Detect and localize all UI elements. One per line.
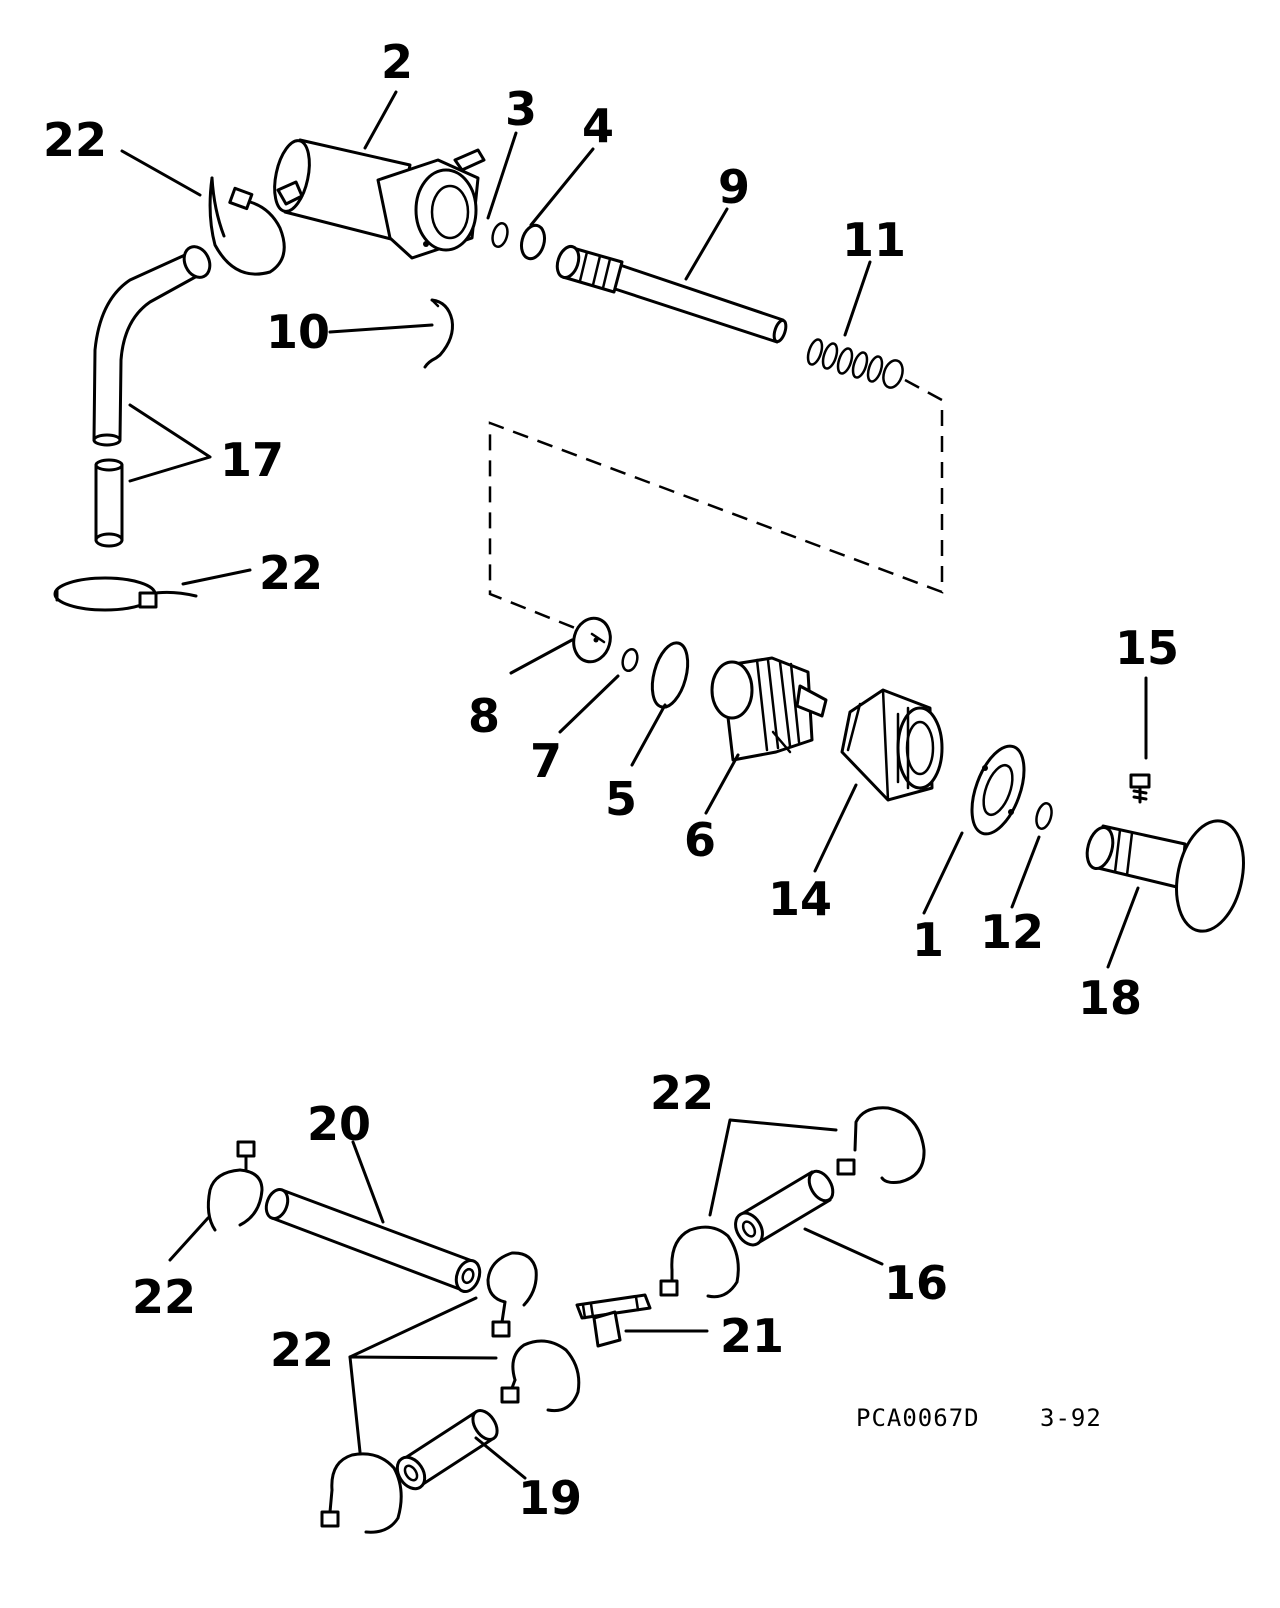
- part-11-spring: [806, 338, 904, 389]
- part-12-o-ring: [1035, 802, 1053, 830]
- part-10-clip: [423, 298, 454, 369]
- part-22-clamp-upper: [208, 176, 286, 276]
- drawing-date: 3-92: [1040, 1404, 1102, 1432]
- part-9-stem: [555, 244, 788, 344]
- callout-17: 17: [220, 433, 284, 487]
- part-6-valve: [710, 656, 828, 762]
- part-22-clamp-center-lower: [500, 1339, 581, 1413]
- callout-21: 21: [720, 1309, 784, 1363]
- callout-8: 8: [468, 689, 500, 743]
- part-7-o-ring: [621, 647, 639, 673]
- callout-9: 9: [718, 160, 750, 214]
- callout-10: 10: [266, 305, 330, 359]
- assembly-guide-dashed: [488, 378, 944, 630]
- part-14-fitting: [840, 688, 944, 802]
- callout-16: 16: [884, 1256, 948, 1310]
- callout-19: 19: [518, 1471, 582, 1525]
- part-22-clamp-center-upper: [486, 1251, 538, 1338]
- part-5-o-ring: [650, 641, 690, 709]
- callout-1: 1: [912, 913, 944, 967]
- part-22-clamp-bottom: [320, 1452, 403, 1534]
- part-8-washer: [572, 616, 612, 664]
- part-4-o-ring: [519, 223, 547, 261]
- callout-11: 11: [842, 213, 906, 267]
- callout-7: 7: [530, 734, 562, 788]
- callout-5: 5: [605, 772, 637, 826]
- part-20-hose: [264, 1187, 482, 1293]
- callout-2: 2: [381, 35, 413, 89]
- part-22-clamp-left: [206, 1140, 264, 1232]
- callout-6: 6: [684, 813, 716, 867]
- part-21-tee-fitting: [575, 1293, 652, 1348]
- callout-4: 4: [582, 99, 614, 153]
- part-15-screw: [1129, 773, 1151, 804]
- part-1-plate: [970, 744, 1026, 836]
- part-19-hose: [395, 1409, 499, 1491]
- callout-22-lower-center: 22: [270, 1323, 334, 1377]
- callout-14: 14: [768, 872, 832, 926]
- callout-22-upper: 22: [43, 113, 107, 167]
- part-17-hose: [92, 245, 212, 548]
- callout-20: 20: [307, 1097, 371, 1151]
- callout-22-lower-left: 22: [132, 1270, 196, 1324]
- part-22-clamp-lower-left: [53, 576, 198, 612]
- part-18-knob: [1085, 819, 1245, 933]
- part-22-clamp-middle: [659, 1225, 740, 1299]
- drawing-code: PCA0067D: [856, 1404, 980, 1432]
- callout-15: 15: [1115, 621, 1179, 675]
- part-22-clamp-right-top: [836, 1106, 926, 1184]
- part-16-hose: [734, 1169, 835, 1247]
- leader-lines: [120, 90, 1148, 1480]
- callout-18: 18: [1078, 971, 1142, 1025]
- callout-22-lower-right: 22: [650, 1066, 714, 1120]
- callout-22-left: 22: [259, 546, 323, 600]
- callout-numbers: 2 3 4 9 11 10 22 17 22 15 8 7 5 6 14 1 1…: [43, 35, 1179, 1525]
- part-2-valve-body: [273, 138, 486, 260]
- part-3-o-ring: [491, 222, 509, 248]
- callout-3: 3: [505, 82, 537, 136]
- callout-12: 12: [980, 905, 1044, 959]
